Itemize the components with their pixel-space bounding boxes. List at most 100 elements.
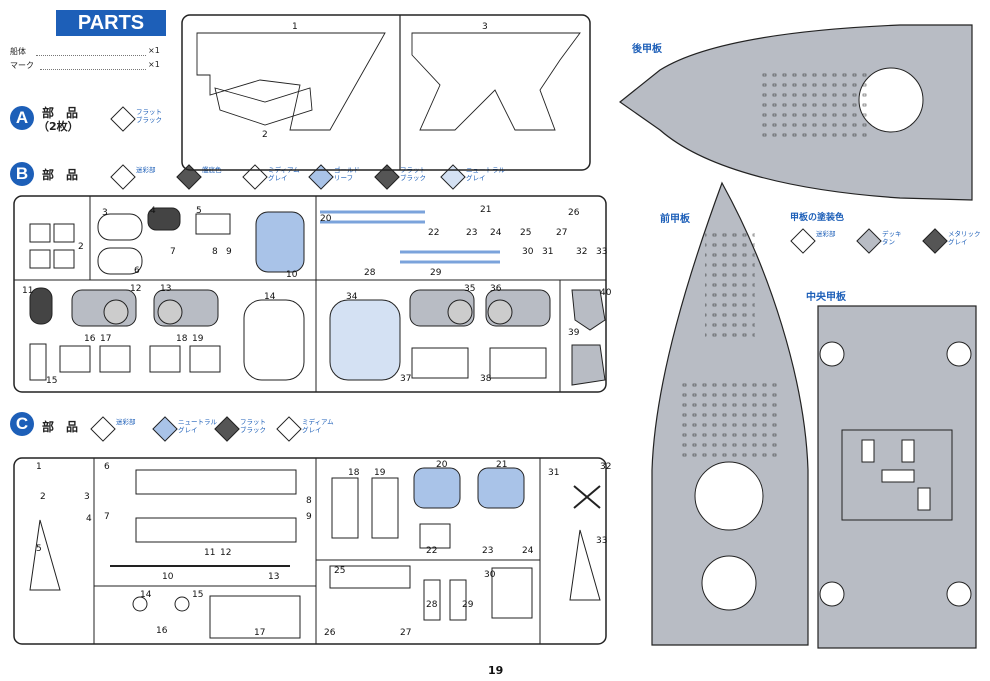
part-number: 29 (430, 268, 442, 278)
part-number: 23 (466, 228, 478, 238)
part-number: 40 (600, 288, 612, 298)
part-number: 27 (400, 628, 412, 638)
part-number: 33 (596, 247, 608, 257)
part-number: 7 (170, 247, 176, 257)
swatch-label: フラット ブラック (240, 418, 266, 434)
part-number: 8 (306, 496, 312, 506)
swatch-label: 迷彩部 (116, 418, 136, 426)
part-number: 5 (36, 544, 42, 554)
legend-dots (40, 69, 146, 70)
part-number: 13 (160, 284, 172, 294)
swatch-label: 迷彩部 (816, 230, 836, 238)
part-number: 14 (140, 590, 152, 600)
legend-dots (36, 55, 146, 56)
part-number: 3 (482, 22, 488, 32)
part-number: 33 (596, 536, 608, 546)
swatch-label: フラット ブラック (136, 108, 162, 124)
part-number: 2 (40, 492, 46, 502)
part-number: 11 (204, 548, 216, 558)
part-number: 15 (46, 376, 58, 386)
part-number: 9 (306, 512, 312, 522)
part-number: 21 (496, 460, 508, 470)
section-a-qty: （2枚） (38, 120, 79, 133)
swatch-label: 迷彩部 (136, 166, 156, 174)
part-number: 3 (102, 208, 108, 218)
part-a2 (214, 87, 313, 126)
section-c-badge: C (10, 412, 34, 436)
part-number: 12 (220, 548, 232, 558)
part-number: 8 (212, 247, 218, 257)
part-number: 17 (100, 334, 112, 344)
part-number: 6 (134, 266, 140, 276)
part-number: 4 (86, 514, 92, 524)
part-number: 22 (426, 546, 438, 556)
part-number: 37 (400, 374, 412, 384)
section-c-label: 部 品 (42, 420, 79, 434)
part-number: 16 (84, 334, 96, 344)
legend-mark-label: マーク (10, 61, 34, 70)
part-number: 32 (576, 247, 588, 257)
sprue-c-frame (13, 457, 607, 645)
part-number: 7 (104, 512, 110, 522)
sprue-b-frame (13, 195, 607, 393)
part-number: 20 (320, 214, 332, 224)
part-number: 17 (254, 628, 266, 638)
legend-hull-label: 船体 (10, 47, 26, 56)
part-number: 31 (542, 247, 554, 257)
part-number: 20 (436, 460, 448, 470)
part-number: 1 (292, 22, 298, 32)
part-number: 10 (286, 270, 298, 280)
fore-deck-label: 前甲板 (660, 214, 690, 225)
part-number: 21 (480, 205, 492, 215)
part-number: 12 (130, 284, 142, 294)
part-number: 6 (104, 462, 110, 472)
section-b-label: 部 品 (42, 168, 79, 182)
part-number: 4 (150, 206, 156, 216)
page-number: 19 (488, 664, 504, 677)
swatch-label: メタリック グレイ (948, 230, 981, 246)
part-number: 23 (482, 546, 494, 556)
part-number: 27 (556, 228, 568, 238)
deck-colors-title: 甲板の塗装色 (790, 213, 845, 223)
part-number: 35 (464, 284, 476, 294)
part-number: 19 (192, 334, 204, 344)
part-a3 (411, 32, 581, 131)
part-number: 18 (348, 468, 360, 478)
part-number: 16 (156, 626, 168, 636)
section-a-badge: A (10, 106, 34, 130)
part-number: 14 (264, 292, 276, 302)
part-number: 5 (196, 206, 202, 216)
part-number: 24 (522, 546, 534, 556)
part-number: 38 (480, 374, 492, 384)
legend-mark-count: ×1 (148, 60, 160, 69)
part-number: 18 (176, 334, 188, 344)
part-number: 3 (84, 492, 90, 502)
part-number: 24 (490, 228, 502, 238)
aft-deck-label: 後甲板 (632, 44, 662, 55)
part-number: 34 (346, 292, 358, 302)
part-a1 (196, 32, 386, 131)
swatch-label: デッキ タン (882, 230, 902, 246)
part-number: 2 (262, 130, 268, 140)
mid-deck-label: 中央甲板 (806, 292, 846, 303)
parts-title: PARTS (56, 10, 166, 36)
part-number: 1 (36, 462, 42, 472)
section-b-badge: B (10, 162, 34, 186)
part-number: 29 (462, 600, 474, 610)
part-number: 9 (226, 247, 232, 257)
part-number: 39 (568, 328, 580, 338)
part-number: 25 (520, 228, 532, 238)
section-a-label: 部 品 (42, 106, 79, 120)
part-number: 30 (522, 247, 534, 257)
part-number: 31 (548, 468, 560, 478)
part-number: 28 (364, 268, 376, 278)
part-number: 13 (268, 572, 280, 582)
part-number: 19 (374, 468, 386, 478)
legend-hull-count: ×1 (148, 46, 160, 55)
swatch-label: ニュートラル グレイ (178, 418, 217, 434)
sprue-a-frame (181, 14, 591, 171)
part-number: 28 (426, 600, 438, 610)
part-number: 10 (162, 572, 174, 582)
part-number: 26 (324, 628, 336, 638)
